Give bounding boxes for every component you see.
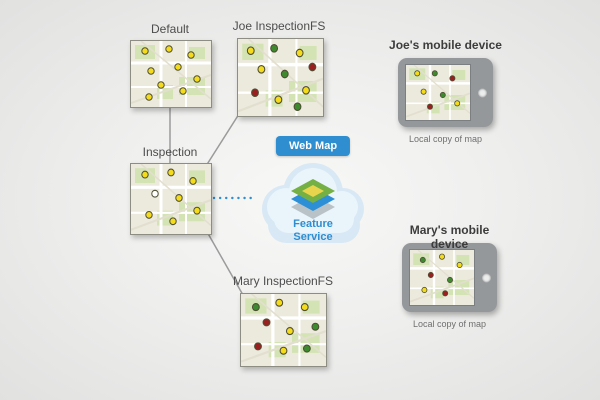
mary-inspectionfs-label: Mary InspectionFS [232, 274, 334, 288]
web-map-badge: Web Map [275, 136, 351, 156]
mary-device-title: Mary's mobile device [409, 223, 490, 251]
feature-service-label: Feature Service [293, 218, 333, 244]
mary-device-caption: Local copy of map [412, 319, 487, 329]
joe-inspectionfs-label: Joe InspectionFS [232, 19, 326, 33]
joe-mobile-device [398, 58, 493, 127]
mary-device-map-screen [409, 249, 475, 306]
mary-inspectionfs-map-thumbnail [240, 293, 327, 367]
default-map-thumbnail [130, 40, 212, 108]
home-button-icon [478, 88, 487, 97]
joe-inspectionfs-map-thumbnail [237, 38, 324, 117]
connector-inspection-mary-fs [205, 229, 244, 296]
inspection-version-label: Inspection [142, 145, 198, 159]
inspection-map-thumbnail [130, 163, 212, 235]
joe-device-title: Joe's mobile device [389, 38, 502, 52]
map-layers-icon [291, 179, 335, 219]
default-version-label: Default [150, 22, 190, 36]
cloud-icon [262, 163, 364, 243]
connector-inspection-joe-fs [205, 113, 240, 167]
joe-device-map-screen [405, 64, 471, 121]
web-map-cloud-group: Web Map Feature Service [250, 136, 376, 264]
joe-device-caption: Local copy of map [408, 134, 483, 144]
mary-mobile-device [402, 243, 497, 312]
home-button-icon [482, 273, 491, 282]
